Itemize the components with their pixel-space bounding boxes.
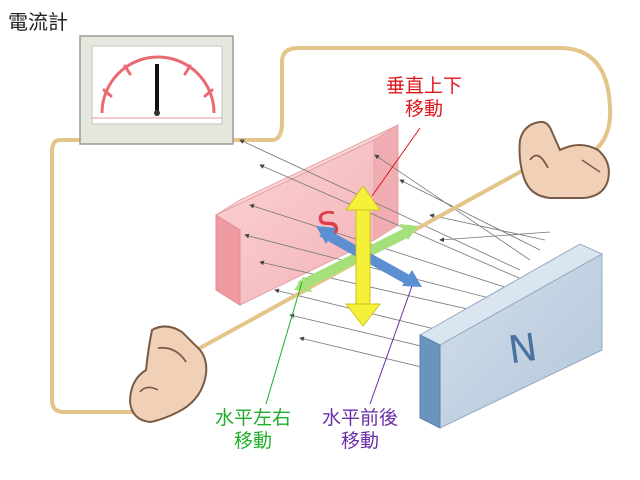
label-vertical-line1: 垂直上下 bbox=[386, 75, 463, 97]
label-horizontal-fb-motion: 水平前後 移動 bbox=[322, 407, 398, 453]
galvanometer-title: 電流計 bbox=[8, 10, 68, 34]
hand-right bbox=[518, 120, 610, 199]
leader-horizontal-fb bbox=[369, 285, 413, 405]
arrow-horizontal-lr bbox=[294, 224, 418, 292]
north-pole-label: N bbox=[506, 325, 540, 373]
south-magnet: S bbox=[215, 124, 399, 306]
label-horizontal-fb-line1: 水平前後 bbox=[322, 407, 399, 429]
motion-arrows bbox=[294, 185, 422, 327]
label-horizontal-lr-line2: 移動 bbox=[234, 430, 273, 453]
north-magnet: N bbox=[418, 243, 604, 429]
galvanometer bbox=[79, 35, 234, 145]
label-horizontal-lr-line1: 水平左右 bbox=[215, 407, 292, 429]
arrow-vertical bbox=[344, 185, 382, 327]
leader-vertical bbox=[371, 127, 421, 197]
label-horizontal-fb-line2: 移動 bbox=[341, 430, 380, 453]
leader-horizontal-lr bbox=[265, 281, 303, 405]
wire-circuit bbox=[50, 46, 613, 414]
hand-left bbox=[128, 325, 208, 424]
label-horizontal-lr-motion: 水平左右 移動 bbox=[215, 407, 291, 453]
label-vertical-motion: 垂直上下 移動 bbox=[386, 75, 462, 121]
label-vertical-line2: 移動 bbox=[405, 98, 444, 121]
